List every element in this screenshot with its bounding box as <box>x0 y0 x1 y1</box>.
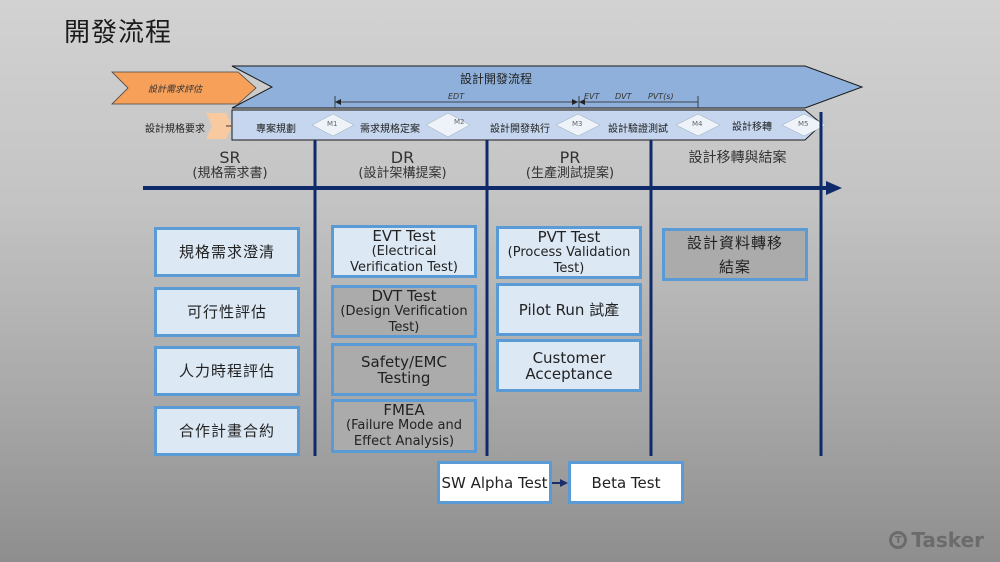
dr-item-title: Safety/EMC Testing <box>361 352 447 387</box>
dr-item-safety: Safety/EMC Testing <box>331 343 477 396</box>
sr-item-label: 合作計畫合約 <box>178 422 275 440</box>
column-name: SR <box>219 148 241 167</box>
column-sub: (設計架構提案) <box>358 166 447 181</box>
dr-item-title: DVT Test <box>371 286 437 305</box>
dvt-label: DVT <box>615 92 632 101</box>
milestone-m3-diamond <box>555 113 601 137</box>
milestone-m1-diamond <box>311 113 355 137</box>
column-name: PR <box>559 148 581 167</box>
input-tag-shape <box>206 113 232 139</box>
phase-label: 需求規格定案 <box>360 124 420 135</box>
sw-alpha-test-box: SW Alpha Test <box>437 461 552 504</box>
phase-label: 設計開發執行 <box>490 124 550 135</box>
closure-item-label: 設計資料轉移 <box>686 233 783 252</box>
dr-item-sub: (Failure Mode and Effect Analysis) <box>346 418 462 449</box>
column-header-dr: DR (設計架構提案) <box>320 150 485 182</box>
logo-icon: T <box>889 531 908 549</box>
milestone-m5-diamond <box>781 113 827 137</box>
main-stage-label: 設計開發流程 <box>460 72 533 86</box>
phase-label: 設計驗證測試 <box>608 124 668 135</box>
sr-item: 人力時程評估 <box>154 346 300 396</box>
pr-item-sub: (Process Validation Test) <box>507 244 631 276</box>
column-sub: (生產測試提案) <box>525 166 615 181</box>
main-stage-chevron <box>231 65 864 109</box>
pr-item-pilot-run: Pilot Run 試產 <box>496 283 642 336</box>
column-sub: (規格需求書) <box>192 166 268 181</box>
closure-item-label: 結案 <box>718 257 751 276</box>
sw-test-label: Beta Test <box>591 473 661 492</box>
sr-item-label: 人力時程評估 <box>178 362 275 380</box>
sr-item-label: 可行性評估 <box>186 303 267 321</box>
milestone-label: M3 <box>572 120 583 128</box>
phase-bar <box>231 109 823 141</box>
logo-text: Tasker <box>911 528 984 552</box>
pre-stage-chevron <box>111 71 257 105</box>
column-header-closure: 設計移轉與結案 <box>655 150 820 166</box>
pr-item-title: Pilot Run 試產 <box>518 300 620 319</box>
dr-item-evt: EVT Test (Electrical Verification Test) <box>331 225 477 278</box>
pre-stage-label: 設計需求評估 <box>148 85 203 95</box>
dr-item-dvt: DVT Test (Design Verification Test) <box>331 285 477 338</box>
sr-item: 合作計畫合約 <box>154 406 300 456</box>
evt-label: EVT <box>584 92 600 101</box>
tasker-logo: T Tasker <box>889 528 984 552</box>
dr-item-title: FMEA <box>383 401 425 419</box>
milestone-label: M2 <box>454 118 465 126</box>
dr-item-sub: (Design Verification Test) <box>340 303 468 335</box>
milestone-label: M1 <box>327 120 338 128</box>
column-name: DR <box>390 148 415 167</box>
edt-label: EDT <box>448 92 465 101</box>
dr-item-sub: (Electrical Verification Test) <box>350 243 458 275</box>
pr-item-customer-acceptance: Customer Acceptance <box>496 339 642 392</box>
sr-item: 規格需求澄清 <box>154 227 300 277</box>
page-title: 開發流程 <box>64 18 173 48</box>
beta-test-box: Beta Test <box>568 461 684 504</box>
sr-item-label: 規格需求澄清 <box>178 243 275 261</box>
sr-item: 可行性評估 <box>154 287 300 337</box>
pvt-label: PVT(s) <box>648 92 674 101</box>
milestone-label: M5 <box>798 120 809 128</box>
dr-item-fmea: FMEA (Failure Mode and Effect Analysis) <box>331 399 477 453</box>
milestone-label: M4 <box>692 120 703 128</box>
pr-item-pvt: PVT Test (Process Validation Test) <box>496 226 642 279</box>
pr-item-title: PVT Test <box>537 227 601 246</box>
column-name: 設計移轉與結案 <box>688 150 787 166</box>
milestone-m4-diamond <box>675 113 721 137</box>
phase-label: 專案規劃 <box>256 124 296 135</box>
column-header-pr: PR (生產測試提案) <box>490 150 650 182</box>
closure-item: 設計資料轉移 結案 <box>662 228 808 281</box>
input-tag-label: 設計規格要求 <box>145 124 205 135</box>
dr-item-title: EVT Test <box>372 226 436 245</box>
sw-test-label: SW Alpha Test <box>441 473 548 492</box>
phase-label: 設計移轉 <box>732 122 772 133</box>
milestone-m2-diamond <box>425 112 471 138</box>
pr-item-title: Customer Acceptance <box>525 348 613 383</box>
column-header-sr: SR (規格需求書) <box>150 150 310 182</box>
